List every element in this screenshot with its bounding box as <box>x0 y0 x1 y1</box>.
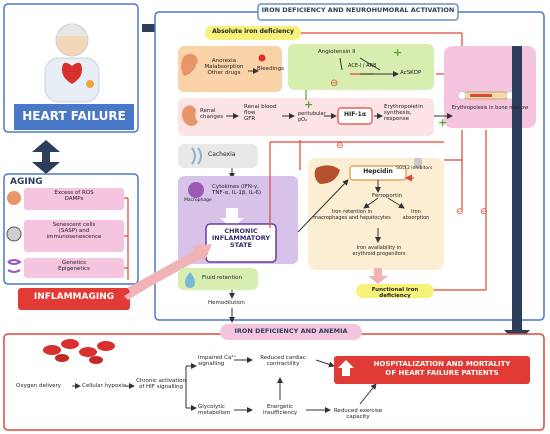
fluid-retention-box <box>178 268 258 290</box>
main-title: IRON DEFICIENCY AND NEUROHUMORAL ACTIVAT… <box>261 6 455 14</box>
hif-text: HIF-1α <box>344 111 366 118</box>
senescent-cell-icon <box>6 226 22 242</box>
hepcidin-text: Hepcidin <box>363 168 393 175</box>
aging-item-ros-label: Excess of ROS DAMPs <box>54 190 94 203</box>
svg-text:+: + <box>304 98 313 111</box>
stomach-icon <box>181 53 198 76</box>
svg-text:⊖: ⊖ <box>330 78 338 89</box>
sglt2-text: SGLT2 inhibitors <box>396 166 433 171</box>
liver-icon <box>314 165 340 184</box>
energetic-text: Energetic insufficiency <box>262 404 298 417</box>
peritubular-text: peritubular pO₂ <box>298 111 326 123</box>
macrophage-text: Macrophage <box>184 198 212 203</box>
chronic-inflammatory-box <box>205 223 277 263</box>
iron-availability-text: Iron availability in erythroid progenito… <box>352 245 406 257</box>
cachexia-text: Cachexia <box>208 151 236 158</box>
aging-item-genetics <box>24 258 124 278</box>
erythropoiesis-box <box>444 46 536 128</box>
outcome-text: HOSPITALIZATION AND MORTALITY OF HEART F… <box>373 360 511 378</box>
absolute-iron-text: Absolute iron deficiency <box>212 28 294 35</box>
cachexia-icon <box>191 147 202 165</box>
patient-illustration <box>44 23 100 103</box>
absolute-iron-label <box>205 26 301 40</box>
blood-drop-icon <box>258 54 266 62</box>
sglt2-pill-icon <box>414 158 422 168</box>
reduced-contractility-text: Reduced cardiac contractility <box>260 355 306 368</box>
heart-failure-banner <box>14 104 134 130</box>
gi-causes-text: Anorexia Malabsorption Other drugs <box>204 58 244 77</box>
svg-text:⊖: ⊖ <box>480 207 488 217</box>
main-title-box <box>257 3 459 21</box>
aging-item-genetics-label: Genetics Epigenetics <box>58 260 90 273</box>
hif-box <box>337 107 373 125</box>
aging-title: AGING <box>10 177 43 187</box>
outcome-banner <box>334 356 530 384</box>
inflammaging-banner <box>18 288 130 310</box>
inflammaging-title: INFLAMMAGING <box>33 292 115 302</box>
double-arrow-icon <box>32 140 60 174</box>
water-drop-icon <box>185 272 195 288</box>
aging-item-senescent <box>24 220 124 252</box>
cellular-hypoxia-text: Cellular hypoxia <box>82 383 127 389</box>
impaired-ca-text: Impaired Ca²⁺ signalling <box>198 355 237 368</box>
dna-icon <box>7 259 22 273</box>
svg-text:+: + <box>393 46 402 59</box>
macrophage-icon <box>188 182 204 198</box>
bleedings-text: Bleedings <box>257 66 284 72</box>
kidney-icon <box>182 105 198 126</box>
svg-text:⊖: ⊖ <box>336 141 344 151</box>
mitochondria-icon <box>7 191 21 205</box>
functional-iron-label <box>356 284 434 298</box>
fluid-retention-text: Fluid retention <box>202 275 243 281</box>
chronic-inflammatory-text: CHRONIC INFLAMMATORY STATE <box>211 227 271 250</box>
up-arrow-icon <box>338 360 354 376</box>
bottom-title: IRON DEFICIENCY AND ANEMIA <box>234 327 348 335</box>
bottom-title-box <box>220 324 362 340</box>
aging-item-senescent-label: Senescent cells (SASP) and immunosenesce… <box>46 222 102 241</box>
functional-iron-text: Functional iron deficiency <box>371 287 419 300</box>
glycolytic-text: Glycolytic metabolism <box>198 404 231 417</box>
ferroportin-text: Ferroportin <box>372 193 403 199</box>
renal-flow-text: Renal blood flow GFR <box>244 104 277 123</box>
iron-retention-text: Iron retention in macrophages and hepato… <box>313 209 391 221</box>
down-arrow-icon <box>220 208 244 228</box>
epo-text: Erythropoietin synthesis, response <box>384 104 424 123</box>
angiotensin-box <box>288 44 434 90</box>
hemodilution-text: Hemodilution <box>208 300 245 306</box>
svg-text:⊖: ⊖ <box>456 207 464 217</box>
bone-marrow-icon <box>457 91 515 100</box>
red-blood-cells-icon <box>43 339 115 364</box>
acei-arb-text: ACE-I / ARB <box>348 63 377 69</box>
oxygen-delivery-text: Oxygen delivery <box>16 383 62 389</box>
erythropoiesis-text: Erythropoiesis in bone marrow <box>451 105 529 111</box>
renal-changes-text: Renal changes <box>200 108 224 121</box>
acsdkp-text: AcSKDP <box>400 70 422 76</box>
iron-absorption-text: Iron absorption <box>402 209 430 221</box>
heart-failure-title: HEART FAILURE <box>22 109 126 123</box>
angiotensin-text: Angiotensin II <box>318 49 356 55</box>
gi-causes-box <box>178 46 282 92</box>
aging-item-ros <box>24 188 124 210</box>
reduced-exercise-text: Reduced exercise capacity <box>333 408 383 421</box>
svg-text:+: + <box>438 116 447 129</box>
cytokines-text: Cytokines (IFN-γ, TNF-α, IL-1β, IL-6) <box>212 184 262 197</box>
hif-activation-text: Chronic activation of HIF signalling <box>136 378 186 391</box>
cachexia-box <box>178 144 258 168</box>
